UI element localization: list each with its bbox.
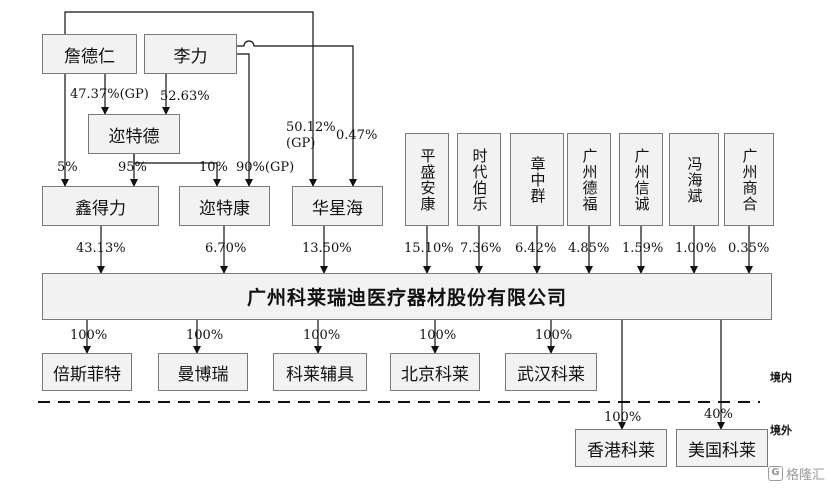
node-beisifeite: 倍斯菲特 bbox=[42, 353, 132, 391]
edge-label-gzdf-to-co: 4.85% bbox=[568, 241, 610, 256]
edge-label-li-to-hxh: 0.47% bbox=[336, 128, 378, 143]
edge-label-psak-to-co: 15.10% bbox=[404, 241, 454, 256]
edge-label-sdbl-to-co: 7.36% bbox=[460, 241, 502, 256]
watermark-logo-icon: G bbox=[767, 466, 783, 481]
edge-xtd-to-xtk bbox=[133, 154, 221, 187]
node-kelai-fuju: 科莱辅具 bbox=[273, 353, 367, 391]
node-company: 广州科莱瑞迪医疗器材股份有限公司 bbox=[42, 273, 772, 320]
node-ping-sheng-an-kang: 平盛安康 bbox=[405, 133, 449, 226]
watermark-text: 格隆汇 bbox=[785, 468, 825, 483]
node-feng-haibin: 冯海斌 bbox=[669, 133, 719, 226]
node-hk-kelai: 香港科莱 bbox=[575, 429, 667, 467]
edge-label-co-to-hkkl: 100% bbox=[604, 410, 642, 425]
edge-label-co-to-bsft: 100% bbox=[70, 328, 108, 343]
node-gz-defu: 广州德福 bbox=[567, 133, 611, 226]
node-zhang-zhong-qun: 章中群 bbox=[510, 133, 564, 226]
edge-label-can-to-hxh: 50.12% (GP) bbox=[286, 120, 336, 151]
edge-li-to-xtk bbox=[237, 53, 253, 187]
edge-label-co-to-bjkl: 100% bbox=[419, 328, 457, 343]
edge-label-xtd-to-xdl: 95% bbox=[118, 160, 147, 175]
edge-label-gzxc-to-co: 1.59% bbox=[622, 241, 664, 256]
node-us-kelai: 美国科莱 bbox=[676, 429, 768, 467]
edge-label-xtd-to-xtk: 10% bbox=[199, 160, 228, 175]
edge-label-co-to-whkl: 100% bbox=[535, 328, 573, 343]
edge-label-fhb-to-co: 1.00% bbox=[675, 241, 717, 256]
node-gz-xincheng: 广州信诚 bbox=[619, 133, 663, 226]
node-beijing-kelai: 北京科莱 bbox=[390, 353, 480, 391]
node-xun-tekang: 迩特康 bbox=[179, 186, 270, 226]
edge-label-can-to-xtd: 47.37%(GP) bbox=[70, 87, 149, 102]
edge-label-zzq-to-co: 6.42% bbox=[515, 241, 557, 256]
edge-label-co-to-klfj: 100% bbox=[303, 328, 341, 343]
edge-label-can-to-xdl: 5% bbox=[57, 160, 78, 175]
node-manborui: 曼博瑞 bbox=[158, 353, 248, 391]
node-hua-xinghai: 华星海 bbox=[292, 186, 383, 226]
edge-label-xtk-to-co: 6.70% bbox=[205, 241, 247, 256]
edge-label-co-to-uskl: 40% bbox=[704, 407, 733, 422]
edge-label-li-to-xtk: 90%(GP) bbox=[236, 160, 295, 175]
edge-label-gzsh-to-co: 0.35% bbox=[728, 241, 770, 256]
node-gz-shanghe: 广州商合 bbox=[724, 133, 774, 226]
node-can-deren: 詹德仁 bbox=[42, 34, 137, 74]
node-li-li: 李力 bbox=[144, 34, 237, 74]
region-label-domestic: 境内 bbox=[770, 371, 792, 384]
node-shi-dai-bo-le: 时代伯乐 bbox=[457, 133, 501, 226]
edge-label-hxh-to-co: 13.50% bbox=[302, 241, 352, 256]
node-xin-deli: 鑫得力 bbox=[42, 186, 159, 226]
watermark: G 格隆汇 bbox=[767, 464, 825, 483]
node-xun-tede: 迩特德 bbox=[88, 114, 180, 154]
edge-li-to-hxh bbox=[237, 40, 357, 187]
node-wuhan-kelai: 武汉科莱 bbox=[505, 353, 597, 391]
edge-can-to-hxh bbox=[64, 11, 317, 187]
region-label-overseas: 境外 bbox=[770, 424, 792, 437]
edge-label-li-to-xtd: 52.63% bbox=[160, 89, 210, 104]
edge-label-co-to-mbr: 100% bbox=[186, 328, 224, 343]
edge-label-xdl-to-co: 43.13% bbox=[76, 241, 126, 256]
